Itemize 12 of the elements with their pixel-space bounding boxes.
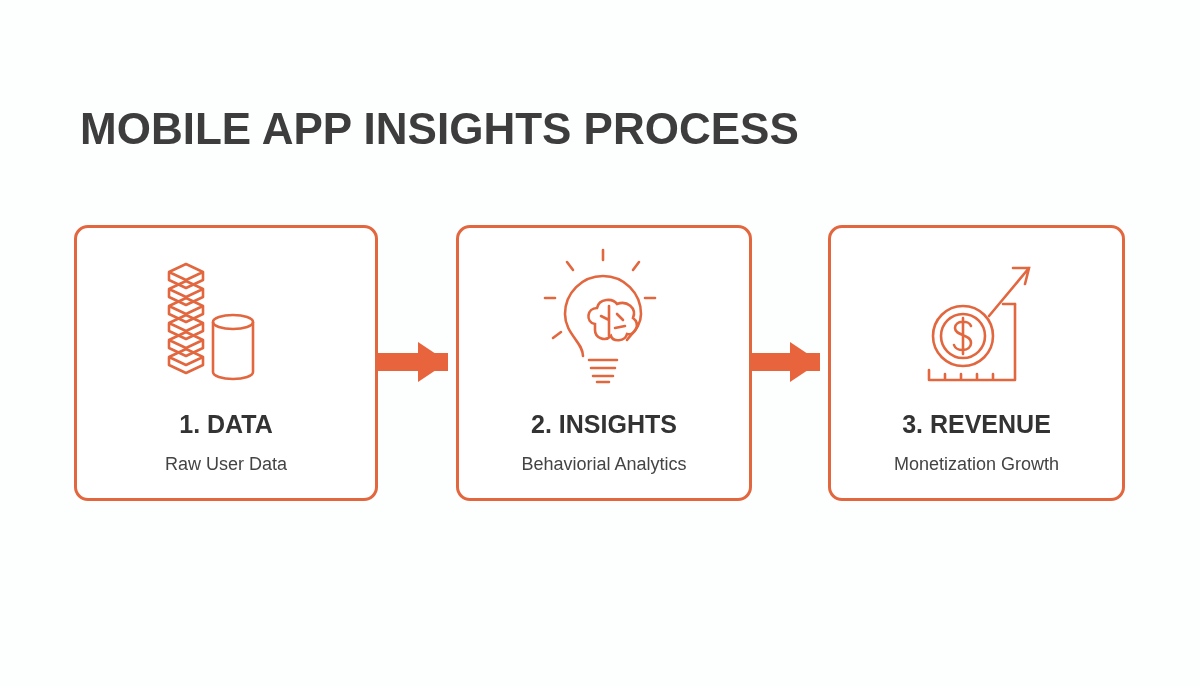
step-title: 3. REVENUE (902, 410, 1051, 439)
step-card (74, 225, 378, 501)
step-card (456, 225, 752, 501)
step-title: 2. INSIGHTS (531, 410, 677, 439)
step-description: Raw User Data (164, 454, 287, 475)
step-description: Monetization Growth (893, 454, 1060, 475)
arrow (378, 342, 448, 382)
step-title: 1. DATA (179, 410, 273, 439)
diagram-title: MOBILE APP INSIGHTS PROCESS (80, 104, 799, 154)
arrow (752, 342, 820, 382)
step-card (828, 225, 1125, 501)
step-description: Behaviorial Analytics (521, 454, 687, 475)
